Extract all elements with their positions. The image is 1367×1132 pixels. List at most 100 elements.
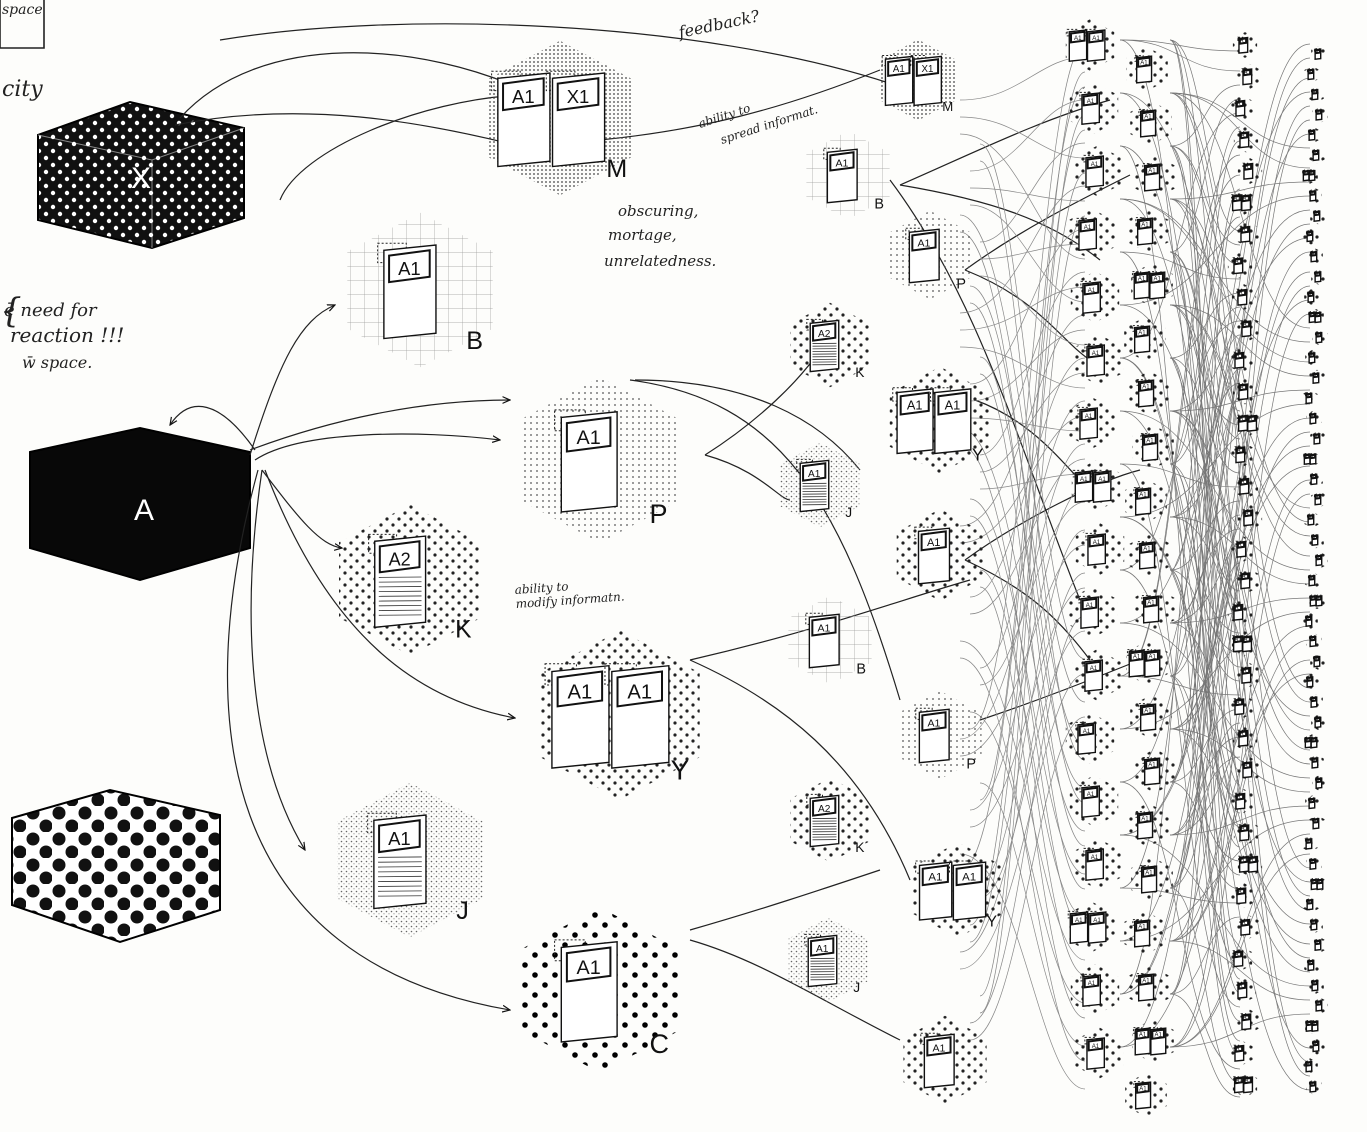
small-node-57-card-0-label: A1	[1243, 669, 1251, 675]
small-node-71-card-0-label: A1	[1314, 48, 1322, 54]
card-header-box	[1237, 982, 1247, 990]
mid-fanout-line-57	[959, 346, 1086, 389]
fanout-line-68	[1169, 306, 1241, 465]
small-node-103-card-0-label: A1	[1310, 696, 1318, 702]
small-node-38-card-0-label: A1	[1244, 70, 1252, 76]
card-header-box	[1311, 534, 1319, 541]
fanout-line-92	[1169, 514, 1241, 677]
mid-node-3-id-label: K	[855, 365, 865, 380]
small-node-17: A1	[1126, 46, 1168, 92]
mid-node-0-card-1-label: X1	[922, 64, 934, 75]
fanout-line-88	[1169, 126, 1241, 465]
small-node-112-card-1-label: A1	[1316, 879, 1324, 885]
card-header-box	[1239, 856, 1249, 864]
small-node-116: A1	[1304, 957, 1320, 974]
small-node-93-card-0-label: A1	[1314, 494, 1322, 500]
card-header-box	[1306, 676, 1314, 683]
small-node-77-card-0-label: A1	[1302, 170, 1310, 176]
small-node-3-card-0-label: A1	[1084, 224, 1092, 231]
card-header-box	[1310, 473, 1318, 480]
fanout-line-21	[1119, 92, 1311, 1049]
card-header-box	[1305, 392, 1313, 399]
small-node-87-card-0-label: A1	[1312, 372, 1320, 378]
small-node-23: A1	[1128, 370, 1170, 416]
mid-fanout-line-37	[969, 587, 1086, 828]
small-node-99: A1	[1302, 612, 1318, 630]
card-header-box	[565, 946, 612, 983]
mid-fanout-line-9	[959, 443, 1086, 740]
small-node-99-card-0-label: A1	[1305, 615, 1313, 621]
fanout-line-128	[1169, 463, 1241, 828]
small-node-64: A1	[1230, 882, 1256, 909]
small-node-92-card-0-label: A1	[1310, 474, 1318, 480]
card-header-box	[1242, 761, 1252, 770]
small-node-35-card-0-label: A1	[1139, 1033, 1147, 1039]
card-header-box	[1312, 372, 1320, 379]
mid-fanout-line-5	[979, 271, 1086, 456]
card-header-box	[1315, 1000, 1323, 1007]
small-node-95: A1	[1308, 531, 1324, 549]
card-header-box	[1309, 190, 1317, 197]
card-header-box	[502, 77, 545, 112]
card-header-box	[1239, 131, 1249, 140]
small-node-68-card-0-label: A1	[1243, 1015, 1251, 1021]
card-header-box	[1313, 210, 1321, 217]
card-header-box	[926, 1036, 952, 1057]
fanout-line-32	[1169, 675, 1241, 1056]
fanout-line-57	[1119, 299, 1311, 942]
major-node-m-card-0-label: A1	[512, 86, 535, 107]
card-header-box	[1076, 471, 1092, 485]
small-node-111-card-0-label: A1	[1309, 858, 1317, 864]
card-header-box	[1234, 1076, 1244, 1085]
small-node-105-card-1-label: A1	[1310, 737, 1318, 743]
small-node-93: A1	[1311, 491, 1327, 508]
small-node-84-card-0-label: A1	[1308, 312, 1316, 318]
card-header-box	[1309, 595, 1317, 602]
card-header-box	[1312, 149, 1320, 156]
fanout-line-2	[1169, 145, 1241, 266]
note-feedback: feedback?	[676, 6, 762, 42]
small-node-109-card-0-label: A1	[1312, 818, 1320, 824]
small-node-25: A1	[1125, 478, 1167, 524]
small-node-113: A1	[1303, 896, 1319, 913]
small-node-96-card-0-label: A1	[1315, 555, 1323, 561]
card-header-box	[1308, 170, 1316, 176]
card-header-box	[1313, 433, 1321, 440]
small-node-43: A1	[1234, 221, 1260, 247]
card-header-box	[1094, 471, 1110, 485]
small-node-14-card-1-label: A1	[1093, 917, 1101, 924]
small-node-45: A1	[1231, 284, 1257, 310]
mid-fanout-line-10	[969, 486, 1086, 811]
card-header-box	[1135, 920, 1149, 932]
card-dotted-outline	[930, 387, 951, 402]
fanout-line-24	[1119, 251, 1241, 280]
card-header-box	[1138, 218, 1152, 230]
card-header-box	[1145, 164, 1159, 176]
small-node-52: A1	[1237, 504, 1263, 531]
fanout-line-3	[1119, 198, 1311, 363]
mid-fanout-line-21	[959, 640, 1086, 961]
small-node-106-card-0-label: A1	[1311, 757, 1319, 763]
fanout-line-6	[1119, 357, 1241, 654]
small-node-4-card-0-label: A1	[1088, 287, 1096, 294]
card-header-box	[1129, 650, 1144, 662]
card-header-box	[1315, 777, 1323, 784]
major-node-p-id-label: P	[650, 499, 668, 529]
card-header-box	[1238, 730, 1248, 738]
small-node-16-card-0-label: A1	[1092, 1043, 1100, 1050]
card-header-box	[1239, 824, 1249, 833]
small-node-33: A1	[1124, 910, 1166, 956]
connection-line-22	[964, 269, 1091, 361]
card-header-box	[1233, 604, 1243, 612]
card-header-box	[812, 322, 837, 342]
block-x-label: X	[131, 162, 151, 195]
small-node-84-card-1-label: A1	[1314, 312, 1322, 318]
small-node-78: A1	[1306, 187, 1322, 204]
card-header-box	[1080, 408, 1097, 422]
major-node-p-card-0-label: A1	[577, 427, 601, 449]
card-header-box	[1309, 635, 1317, 642]
small-node-49-card-1-label: A1	[1248, 417, 1256, 423]
small-node-2: A1	[1073, 145, 1123, 197]
small-node-70-card-0-label: A1	[1235, 1078, 1243, 1084]
